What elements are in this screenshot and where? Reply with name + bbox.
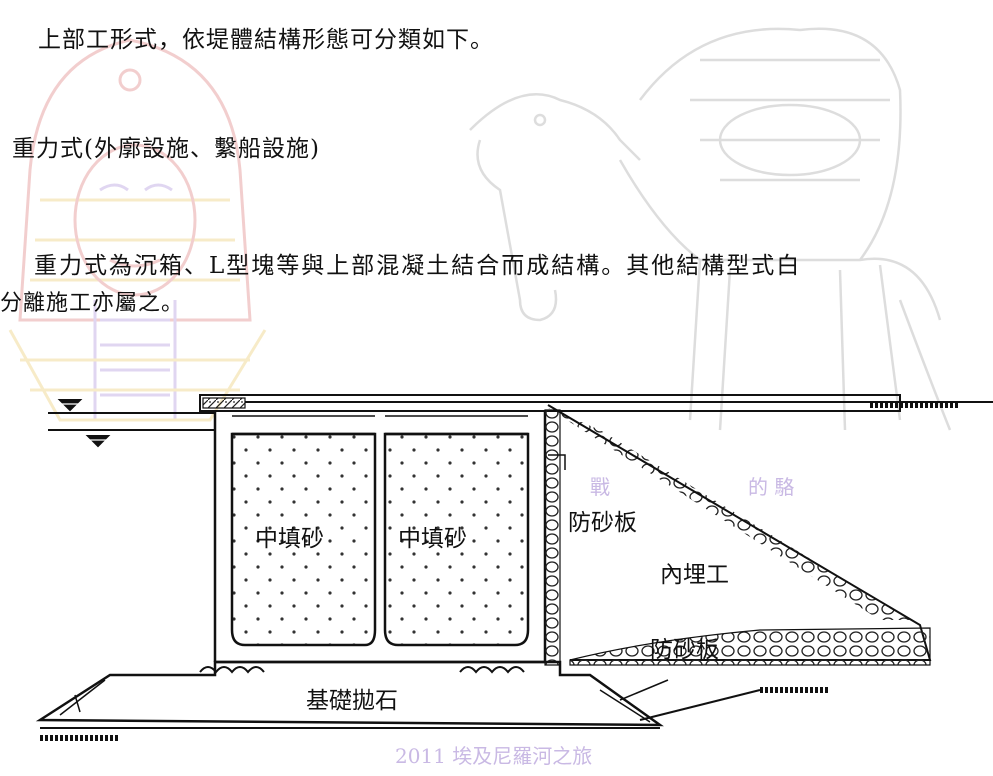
bottom-rubble — [569, 627, 931, 666]
sand-board-top-leader — [548, 454, 566, 470]
foundation-arc-left — [199, 666, 265, 674]
label-fill-right: 中填砂 — [398, 526, 467, 552]
text-line-1: 上部工形式，依堤體結構形態可分類如下。 — [38, 27, 494, 53]
sand-board-bottom-leader — [619, 679, 669, 701]
sand-board-rubble — [544, 409, 561, 666]
label-foundation: 基礎拋石 — [306, 688, 398, 714]
text-line-2: 重力式(外廓設施、繫船設施) — [12, 136, 320, 162]
foundation-mound — [35, 660, 664, 727]
seabed-line — [639, 689, 761, 721]
label-backfill: 內埋工 — [660, 562, 729, 588]
caisson-body — [213, 410, 547, 664]
coping-block — [202, 397, 246, 409]
label-sand-board-top: 防砂板 — [568, 510, 637, 536]
foundation-arc-right — [459, 666, 525, 674]
text-line-3: 重力式為沉箱、L型塊等與上部混凝土結合而成結構。其他結構型式白 — [34, 253, 802, 279]
text-line-4: 分離施工亦屬之。 — [0, 291, 185, 316]
label-fill-left: 中填砂 — [255, 526, 324, 552]
label-sand-board-bottom: 防砂板 — [650, 637, 719, 663]
water-level-markers — [48, 399, 215, 448]
slope-rubble — [548, 408, 910, 620]
